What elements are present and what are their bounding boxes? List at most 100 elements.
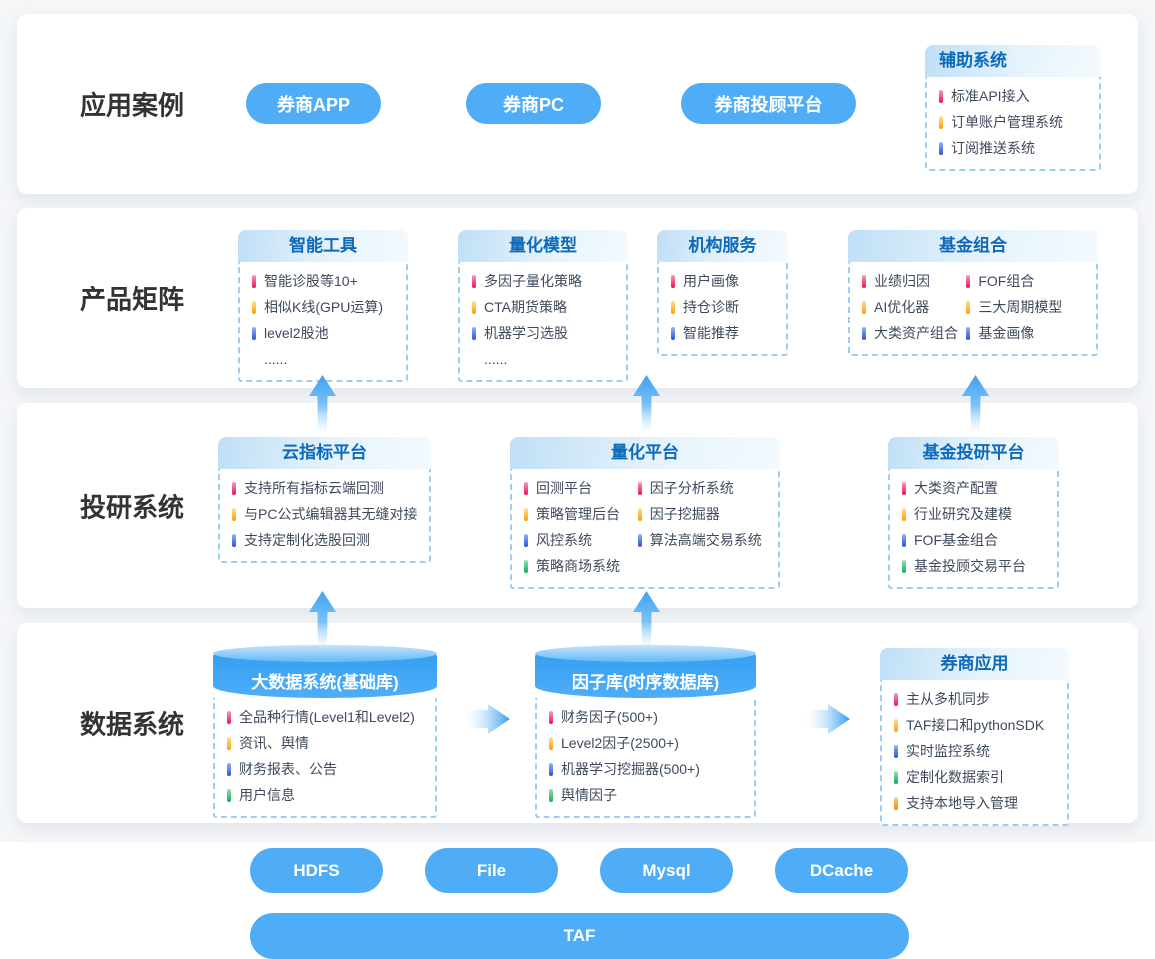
card-item-label: 因子分析系统: [649, 480, 734, 496]
card-item: 财务因子(500+): [549, 704, 742, 730]
card-item: 与PC公式编辑器其无缝对接: [232, 501, 417, 527]
card-item: 机器学习挖掘器(500+): [549, 756, 742, 782]
card-item-label: TAF接口和pythonSDK: [906, 717, 1045, 733]
broker-pc-pill[interactable]: 券商PC: [466, 83, 601, 124]
card-item: 策略商场系统: [524, 553, 638, 579]
card-item: 相似K线(GPU运算): [252, 294, 394, 320]
bullet-icon: [524, 533, 528, 547]
card-item: 因子挖掘器: [637, 501, 766, 527]
bullet-icon: [549, 710, 553, 724]
hdfs-pill[interactable]: HDFS: [250, 848, 383, 893]
bullet-icon: [227, 736, 231, 750]
card-body: 用户画像持仓诊断智能推荐: [657, 262, 788, 356]
broker-app-pill[interactable]: 券商APP: [246, 83, 381, 124]
bullet-icon: [549, 762, 553, 776]
card-item-label: 风控系统: [536, 532, 592, 548]
card-column: 回测平台策略管理后台风控系统策略商场系统: [524, 475, 638, 579]
card-body: 标准API接入订单账户管理系统订阅推送系统: [925, 77, 1101, 171]
card-item-label: 智能诊股等10+: [264, 273, 358, 289]
bullet-icon: [902, 507, 906, 521]
card-item-label: level2股池: [264, 325, 329, 341]
card-item-label: 主从多机同步: [906, 691, 990, 707]
card-header: 大数据系统(基础库): [213, 645, 437, 698]
card-title: 智能工具: [238, 230, 408, 262]
card-column: 支持所有指标云端回测与PC公式编辑器其无缝对接支持定制化选股回测: [232, 475, 417, 553]
product-matrix-row: 产品矩阵 智能工具智能诊股等10+ 相似K线(GPU运算) level2股池....…: [17, 208, 1138, 388]
bullet-icon: [232, 507, 236, 521]
row-label: 产品矩阵: [80, 284, 185, 315]
bullet-icon: [232, 533, 236, 547]
bullet-icon: [524, 559, 528, 573]
right-arrow-icon: [464, 703, 510, 735]
card-item: AI优化器: [862, 294, 966, 320]
card-item-label: ......: [264, 351, 288, 367]
card-item: 订单账户管理系统: [939, 109, 1087, 135]
card-item-label: 大类资产配置: [914, 480, 998, 496]
card-header: 因子库(时序数据库): [535, 645, 756, 698]
institution-service-card: 机构服务用户画像持仓诊断智能推荐: [657, 230, 788, 356]
card-item-label: 行业研究及建模: [914, 506, 1012, 522]
card-item: 用户画像: [671, 268, 774, 294]
card-item-label: 财务因子(500+): [561, 709, 658, 725]
card-item: 三大周期模型: [966, 294, 1084, 320]
card-item-label: 智能推荐: [683, 325, 739, 341]
card-item-label: 与PC公式编辑器其无缝对接: [244, 506, 418, 522]
card-item-label: 财务报表、公告: [239, 761, 337, 777]
card-column: 全品种行情(Level1和Level2) 资讯、舆情财务报表、公告用户信息: [227, 704, 423, 808]
card-item-label: 支持定制化选股回测: [244, 532, 370, 548]
card-item-label: 策略商场系统: [536, 558, 620, 574]
bullet-icon: [902, 559, 906, 573]
card-item: FOF基金组合: [902, 527, 1045, 553]
bullet-icon: [549, 788, 553, 802]
card-item-label: 用户画像: [683, 273, 739, 289]
mysql-pill[interactable]: Mysql: [600, 848, 733, 893]
card-item: 支持本地导入管理: [894, 790, 1055, 816]
card-item-label: 支持本地导入管理: [906, 795, 1018, 811]
card-item: 全品种行情(Level1和Level2): [227, 704, 423, 730]
card-item: 支持所有指标云端回测: [232, 475, 417, 501]
card-item: Level2因子(2500+): [549, 730, 742, 756]
taf-bar[interactable]: TAF: [250, 913, 909, 959]
bullet-icon: [252, 300, 256, 314]
card-item: 标准API接入: [939, 83, 1087, 109]
card-item: level2股池: [252, 320, 394, 346]
card-item: 算法高端交易系统: [637, 527, 766, 553]
card-item-label: FOF组合: [978, 273, 1035, 289]
quant-platform-card: 量化平台回测平台策略管理后台风控系统策略商场系统因子分析系统因子挖掘器算法高端交…: [510, 437, 780, 589]
file-pill[interactable]: File: [425, 848, 558, 893]
card-item-label: 定制化数据索引: [906, 769, 1004, 785]
card-item-label: 业绩归因: [874, 273, 930, 289]
card-item: 用户信息: [227, 782, 423, 808]
card-item: ......: [252, 346, 394, 372]
smart-tools-card: 智能工具智能诊股等10+ 相似K线(GPU运算) level2股池......: [238, 230, 408, 382]
bullet-icon: [894, 692, 898, 706]
broker-advisor-pill[interactable]: 券商投顾平台: [681, 83, 856, 124]
card-item-label: 标准API接入: [951, 88, 1030, 104]
card-item: 智能诊股等10+: [252, 268, 394, 294]
card-item-label: 多因子量化策略: [484, 273, 582, 289]
card-item-label: 三大周期模型: [978, 299, 1063, 315]
card-item: 因子分析系统: [637, 475, 766, 501]
card-item: 舆情因子: [549, 782, 742, 808]
right-arrow-icon: [804, 703, 850, 735]
dcache-pill[interactable]: DCache: [775, 848, 908, 893]
card-item-label: 实时监控系统: [906, 743, 990, 759]
row-label: 投研系统: [80, 492, 185, 522]
bullet-icon: [862, 274, 866, 288]
bullet-icon: [902, 481, 906, 495]
bullet-icon: [902, 533, 906, 547]
card-item: 定制化数据索引: [894, 764, 1055, 790]
bullet-icon: [894, 796, 898, 810]
card-item-label: 全品种行情(Level1和Level2): [239, 709, 415, 725]
card-column: 主从多机同步 TAF接口和pythonSDK 实时监控系统定制化数据索引支持本地导入…: [894, 686, 1055, 816]
card-item-label: 资讯、舆情: [239, 735, 309, 751]
bullet-icon: [227, 788, 231, 802]
card-item-label: 策略管理后台: [536, 506, 620, 522]
card-body: 支持所有指标云端回测与PC公式编辑器其无缝对接支持定制化选股回测: [218, 469, 431, 563]
